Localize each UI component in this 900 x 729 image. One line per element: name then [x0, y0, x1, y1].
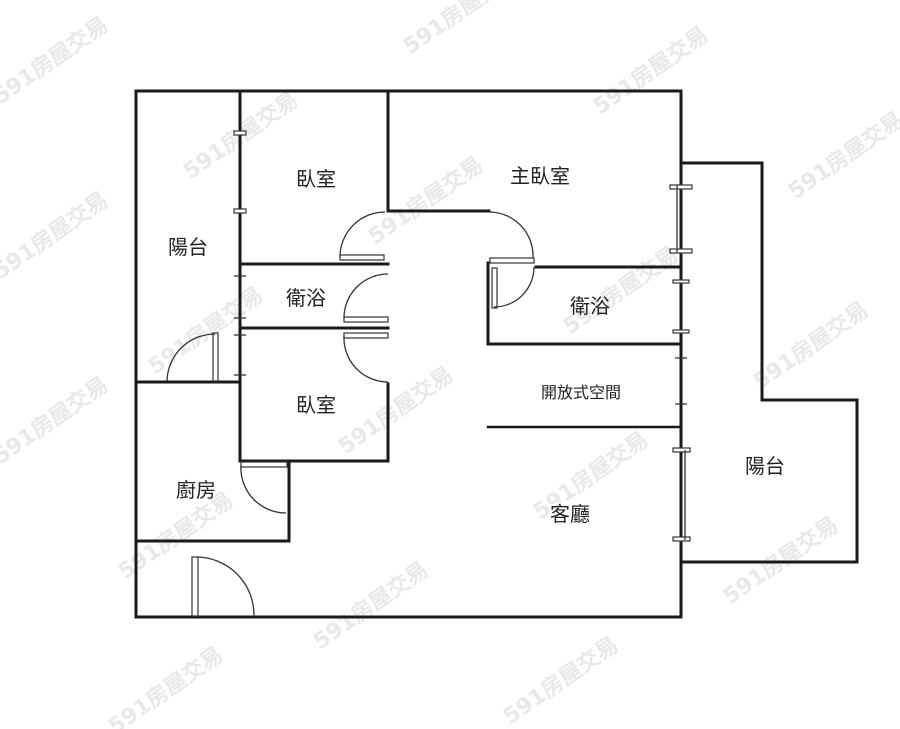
watermark: 591房屋交易 — [104, 642, 229, 729]
window-icon — [672, 279, 690, 284]
door-icon — [491, 267, 498, 309]
room-label-balcony-west: 陽台 — [168, 235, 208, 259]
room-label-bathroom-west: 衛浴 — [286, 286, 326, 310]
door-icon — [489, 257, 535, 264]
door-swing-icon — [339, 211, 386, 258]
door-icon — [240, 461, 288, 468]
watermark: 591房屋交易 — [0, 187, 113, 285]
watermark: 591房屋交易 — [529, 427, 654, 525]
room-label-open-space: 開放式空間 — [541, 383, 621, 402]
watermark: 591房屋交易 — [589, 22, 714, 120]
watermark: 591房屋交易 — [784, 107, 900, 205]
door-icon — [339, 254, 385, 261]
watermark: 591房屋交易 — [0, 372, 113, 470]
watermark: 591房屋交易 — [399, 0, 524, 60]
window-icon — [233, 130, 247, 136]
room-label-bathroom-east: 衛浴 — [570, 294, 610, 318]
window-icon — [669, 184, 693, 190]
window-icon — [672, 329, 690, 334]
entrance-door-icon — [191, 556, 199, 617]
window-icon — [672, 536, 691, 542]
watermark: 591房屋交易 — [0, 12, 113, 110]
window-icon — [669, 248, 693, 254]
watermark: 591房屋交易 — [749, 297, 874, 395]
room-label-balcony-east: 陽台 — [745, 454, 785, 478]
doors — [166, 211, 535, 617]
interior-walls — [134, 89, 683, 543]
door-swing-icon — [343, 273, 389, 320]
window-icon — [672, 447, 691, 453]
door-icon — [343, 332, 389, 339]
room-label-bedroom-north: 臥室 — [296, 167, 336, 191]
room-label-kitchen: 廚房 — [176, 478, 216, 502]
watermark: 591房屋交易 — [334, 362, 459, 460]
room-labels: 陽台 臥室 主臥室 衛浴 衛浴 臥室 開放式空間 廚房 客廳 陽台 — [168, 164, 785, 526]
watermark: 591房屋交易 — [309, 557, 434, 655]
outer-walls — [134, 89, 859, 619]
window-icon — [233, 208, 247, 214]
window-markers — [233, 130, 693, 542]
room-label-bedroom-south: 臥室 — [296, 393, 336, 417]
room-label-master-bedroom: 主臥室 — [510, 164, 570, 188]
watermark: 591房屋交易 — [559, 242, 684, 340]
watermark: 591房屋交易 — [144, 282, 269, 380]
door-swing-icon — [488, 211, 534, 259]
door-icon — [343, 316, 389, 323]
room-label-living-room: 客廳 — [550, 502, 590, 526]
door-swing-icon — [166, 333, 216, 382]
door-swing-icon — [343, 335, 389, 383]
watermark: 591房屋交易 — [364, 152, 489, 250]
door-swing-icon — [240, 464, 287, 514]
door-swing-icon — [195, 556, 255, 617]
watermark: 591房屋交易 — [499, 632, 624, 729]
door-icon — [212, 332, 219, 382]
door-swing-icon — [493, 266, 535, 308]
